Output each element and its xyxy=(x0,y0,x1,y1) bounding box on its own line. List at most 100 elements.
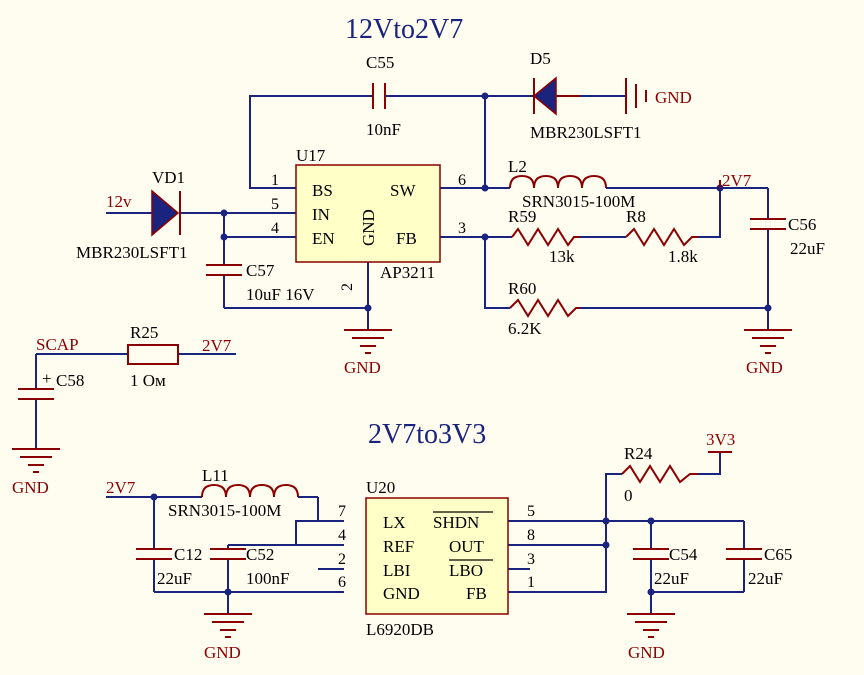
capacitor-c12[interactable]: C12 22uF xyxy=(136,545,202,588)
resistor-r59[interactable]: R59 13k xyxy=(508,207,580,266)
vd1-ref: VD1 xyxy=(152,168,185,187)
u17-pinnum-gnd: 2 xyxy=(339,283,356,291)
r25-value: 1 Ом xyxy=(130,371,166,390)
resistor-r8[interactable]: R8 1.8k xyxy=(625,207,698,266)
ground-symbol-c58: GND xyxy=(12,448,60,497)
u17-pinnum-fb: 3 xyxy=(458,220,466,237)
c55-ref: C55 xyxy=(366,53,394,72)
net-12v: 12v xyxy=(106,192,132,211)
u20-pinnum-gnd: 6 xyxy=(338,574,346,591)
u20-ref: U20 xyxy=(366,478,395,497)
d5-value: MBR230LSFT1 xyxy=(530,123,641,142)
r60-ref: R60 xyxy=(508,279,536,298)
ground-symbol-c12: GND xyxy=(204,613,252,662)
r60-value: 6.2K xyxy=(508,319,542,338)
capacitor-c55[interactable]: C55 10nF xyxy=(366,53,401,139)
r8-ref: R8 xyxy=(626,207,646,226)
net-gnd-c54: GND xyxy=(628,643,665,662)
u20-pin-fb: FB xyxy=(466,584,487,603)
net-2v7-top: 2V7 xyxy=(722,171,752,190)
u20-pin-lx: LX xyxy=(383,513,406,532)
vd1-value: MBR230LSFT1 xyxy=(76,243,187,262)
inductor-l11[interactable]: L11 SRN3015-100M xyxy=(168,466,299,520)
c65-ref: C65 xyxy=(764,545,792,564)
ground-symbol-d5: GND xyxy=(625,78,692,114)
c56-value: 22uF xyxy=(790,239,825,258)
u20-pin-gnd: GND xyxy=(383,584,420,603)
buck-wires xyxy=(35,95,769,449)
net-gnd-c12: GND xyxy=(204,643,241,662)
boost-title: 2V7to3V3 xyxy=(368,419,486,450)
capacitor-c56[interactable]: C56 22uF xyxy=(750,215,825,258)
u20-pinnum-lbo: 3 xyxy=(527,551,535,568)
net-gnd-r60: GND xyxy=(746,358,783,377)
ic-u17[interactable]: U17 AP3211 BS IN EN SW FB GND 1 5 4 6 3 … xyxy=(271,146,466,291)
net-gnd-d5: GND xyxy=(655,88,692,107)
u20-pinnum-out: 8 xyxy=(527,527,535,544)
u17-pin-en: EN xyxy=(312,229,335,248)
net-2v7-l11: 2V7 xyxy=(106,478,136,497)
u17-pinnum-sw: 6 xyxy=(458,172,466,189)
net-gnd-c58: GND xyxy=(12,478,49,497)
u20-pinnum-lx: 7 xyxy=(338,503,346,520)
r24-value: 0 xyxy=(624,486,633,505)
c12-ref: C12 xyxy=(174,545,202,564)
u17-pin-sw: SW xyxy=(390,181,416,200)
u17-pin-bs: BS xyxy=(312,181,333,200)
c12-value: 22uF xyxy=(157,569,192,588)
ic-u20[interactable]: U20 L6920DB LX REF LBI GND SHDN OUT LBO … xyxy=(338,478,535,639)
u20-pinnum-shdn: 5 xyxy=(527,503,535,520)
u20-part: L6920DB xyxy=(366,620,434,639)
c58-ref: C58 xyxy=(56,371,84,390)
r8-value: 1.8k xyxy=(668,247,698,266)
r59-value: 13k xyxy=(549,247,575,266)
capacitor-c54[interactable]: C54 22uF xyxy=(633,545,698,588)
u20-pin-shdn: SHDN xyxy=(433,513,479,532)
c56-ref: C56 xyxy=(788,215,816,234)
net-gnd-u17: GND xyxy=(344,358,381,377)
u17-pin-gnd: GND xyxy=(359,209,378,246)
inductor-l2[interactable]: L2 SRN3015-100M xyxy=(508,157,635,211)
u20-pinnum-lbi: 2 xyxy=(338,551,346,568)
resistor-r60[interactable]: R60 6.2K xyxy=(508,279,580,338)
u20-pinnum-ref: 4 xyxy=(338,527,346,544)
r25-ref: R25 xyxy=(130,323,158,342)
net-3v3: 3V3 xyxy=(706,430,735,449)
c55-value: 10nF xyxy=(366,120,401,139)
buck-junctions xyxy=(220,92,772,312)
u20-pin-out: OUT xyxy=(449,537,485,556)
c57-value: 10uF 16V xyxy=(246,285,315,304)
u17-pinnum-en: 4 xyxy=(271,220,279,237)
diode-d5[interactable]: D5 MBR230LSFT1 xyxy=(530,49,641,142)
c58-polarity-plus: + xyxy=(42,369,52,388)
u17-pin-fb: FB xyxy=(396,229,417,248)
r24-ref: R24 xyxy=(624,444,653,463)
r59-ref: R59 xyxy=(508,207,536,226)
capacitor-c52[interactable]: C52 100nF xyxy=(210,545,289,588)
capacitor-c57[interactable]: C57 10uF 16V xyxy=(206,261,315,304)
boost-junctions xyxy=(150,493,655,596)
u17-ref: U17 xyxy=(296,146,326,165)
resistor-r25[interactable]: R25 1 Ом xyxy=(127,323,179,390)
u20-pin-ref: REF xyxy=(383,537,414,556)
l11-ref: L11 xyxy=(202,466,229,485)
net-port-2v7-top: 2V7 xyxy=(719,171,752,190)
c52-ref: C52 xyxy=(246,545,274,564)
l11-value: SRN3015-100M xyxy=(168,501,281,520)
u20-pinnum-fb: 1 xyxy=(527,574,535,591)
resistor-r24[interactable]: R24 0 xyxy=(621,444,698,505)
ground-symbol-c54: GND xyxy=(627,613,675,662)
ground-symbol-u17: GND xyxy=(344,329,392,377)
net-scap: SCAP xyxy=(36,335,79,354)
capacitor-c58[interactable]: + C58 xyxy=(18,369,84,400)
l2-ref: L2 xyxy=(508,157,527,176)
l2-value: SRN3015-100M xyxy=(522,192,635,211)
net-2v7-r25: 2V7 xyxy=(202,336,232,355)
c52-value: 100nF xyxy=(246,569,289,588)
c57-ref: C57 xyxy=(246,261,275,280)
d5-ref: D5 xyxy=(530,49,551,68)
c65-value: 22uF xyxy=(748,569,783,588)
capacitor-c65[interactable]: C65 22uF xyxy=(726,545,792,588)
diode-vd1[interactable]: VD1 MBR230LSFT1 xyxy=(76,168,187,262)
